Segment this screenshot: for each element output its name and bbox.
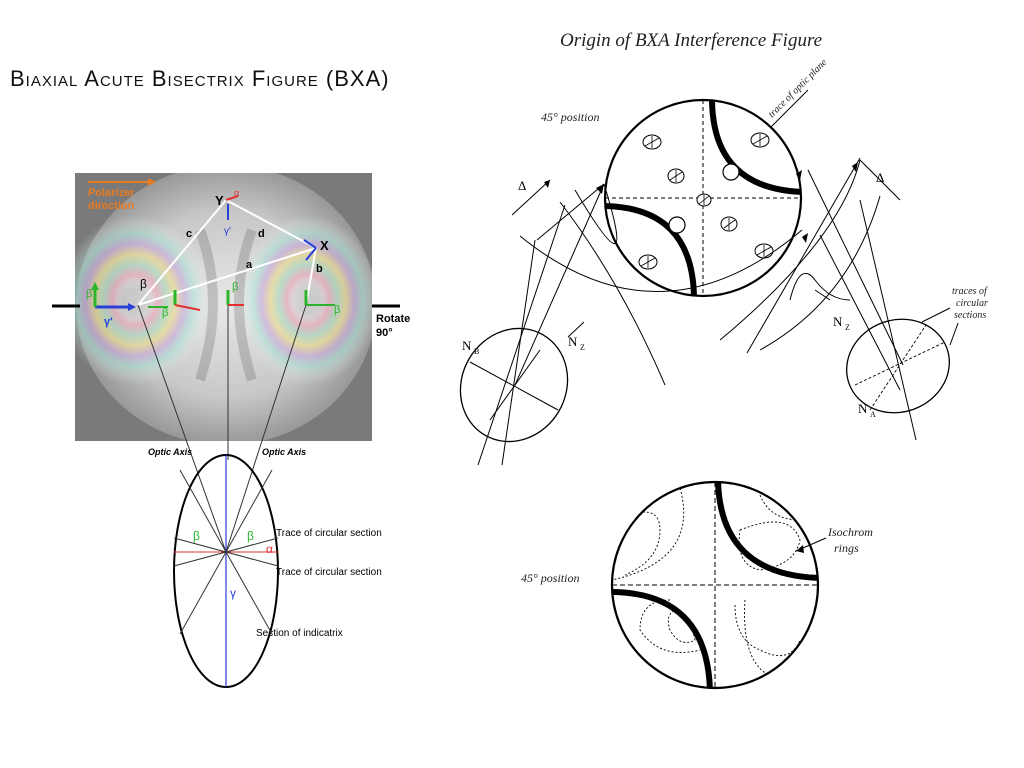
label-beta-photo: β	[140, 277, 147, 291]
label-X: X	[320, 238, 329, 253]
top-position-label: 45° position	[541, 110, 599, 124]
optic-axis-lines	[137, 304, 307, 553]
nb-label: N	[462, 338, 472, 353]
label-c: c	[186, 228, 192, 240]
vector-arrows	[91, 195, 335, 311]
beta-left: β	[86, 288, 92, 300]
polarizer-label-1: Polarizer	[88, 187, 135, 199]
trace1-label: Trace of circular section	[276, 528, 382, 539]
delta-right-label: Δ	[876, 170, 884, 185]
circular-sections-3: sections	[954, 310, 986, 321]
indicatrix-alpha: α	[266, 542, 273, 556]
delta-arrowhead-left	[544, 180, 550, 188]
gamma-prime-top: γ'	[224, 226, 231, 237]
label-d: d	[258, 228, 265, 240]
photo-geometry	[137, 199, 317, 306]
optic-axis-right-label: Optic Axis	[262, 447, 306, 457]
nz-left-label: N	[568, 334, 578, 349]
figure-subtitle: Origin of BXA Interference Figure	[560, 30, 823, 51]
delta-arrow-right	[859, 159, 901, 201]
left-indicatrix	[459, 321, 585, 443]
na-label: N	[858, 401, 868, 416]
top-interference-figure	[603, 89, 809, 298]
nz-right-sub: Z	[845, 323, 850, 332]
bottom-interference-figure	[610, 480, 827, 690]
label-a: a	[246, 259, 253, 271]
isochrom-label-2: rings	[834, 541, 859, 555]
beta-right: β	[334, 304, 340, 316]
indicatrix-gamma: γ	[230, 586, 236, 600]
slide-title: Biaxial Acute Bisectrix Figure (BXA)	[10, 66, 390, 91]
trace-optic-plane-label: trace of optic plane	[766, 57, 829, 120]
ray-arrowheads	[596, 162, 858, 243]
circular-sections-1: traces of	[952, 286, 988, 297]
circular-sections-pointer-2	[949, 322, 959, 346]
nb-sub: B	[474, 347, 479, 356]
bottom-position-label: 45° position	[521, 571, 579, 585]
alpha-top: α	[234, 188, 239, 198]
nz-right-label: N	[833, 314, 843, 329]
beta-center: β	[232, 281, 238, 293]
label-b: b	[316, 263, 323, 275]
indicatrix-beta-left: β	[193, 529, 200, 543]
delta-left-label: Δ	[518, 178, 526, 193]
circular-sections-pointer-1	[921, 307, 951, 323]
circular-sections-2: circular	[956, 298, 988, 309]
rotate-label-2: 90°	[376, 327, 393, 339]
beta-mid-left: β	[162, 307, 168, 319]
gamma-prime-left: γ'	[104, 316, 113, 328]
section-label: Section of indicatrix	[256, 628, 343, 639]
right-indicatrix	[814, 289, 950, 414]
isochrom-label-1: Isochrom	[827, 525, 873, 539]
polarizer-arrowhead	[148, 178, 156, 186]
delta-arrow-left	[511, 179, 551, 216]
ray-diagram	[477, 157, 917, 466]
rotate-label-1: Rotate	[376, 313, 410, 325]
trace2-label: Trace of circular section	[276, 567, 382, 578]
indicatrix-section	[173, 454, 279, 688]
optic-axis-left-label: Optic Axis	[148, 447, 192, 457]
nz-left-sub: Z	[580, 343, 585, 352]
na-sub: A	[870, 410, 876, 419]
label-Y: Y	[215, 193, 224, 208]
indicatrix-beta-right: β	[247, 529, 254, 543]
polarizer-label-2: direction	[88, 200, 135, 212]
